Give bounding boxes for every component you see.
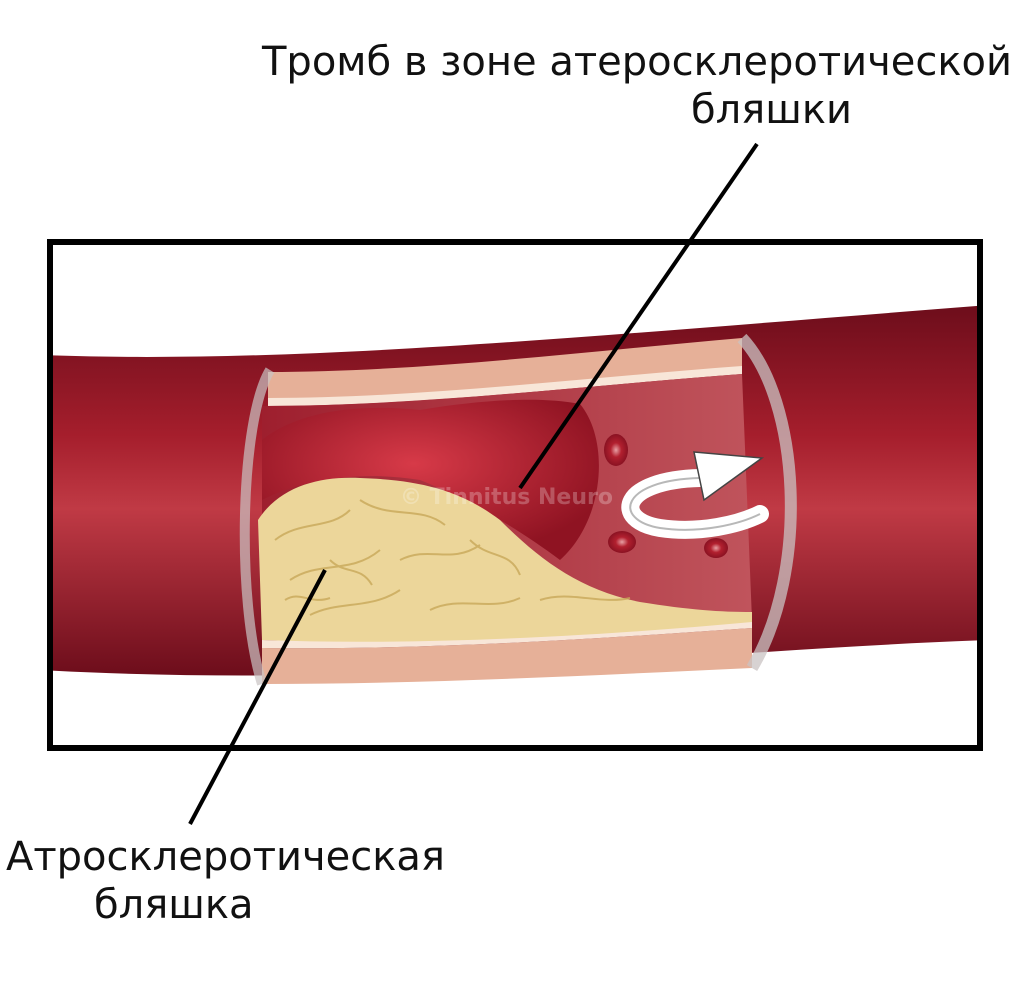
vessel-intima-top xyxy=(268,366,742,406)
plaque-label: Атросклеротическая бляшка xyxy=(6,833,445,929)
cut-rim-right xyxy=(737,333,797,672)
thrombus-label: Тромб в зоне атеросклеротической бляшки xyxy=(232,38,1012,134)
red-blood-cell xyxy=(608,531,636,553)
thrombus-label-line2: бляшки xyxy=(690,87,852,133)
cut-rim-left xyxy=(239,367,275,686)
arrow-head-icon xyxy=(693,451,765,502)
diagram-frame xyxy=(47,239,983,751)
red-blood-cell xyxy=(604,434,628,466)
thrombus-leader-line xyxy=(518,142,759,490)
plaque-leader-line xyxy=(188,569,327,825)
vessel-wall-top xyxy=(268,338,742,402)
thrombus-label-line1: Тромб в зоне атеросклеротической xyxy=(262,39,1012,85)
plaque-label-line2: бляшка xyxy=(94,882,254,928)
watermark: © Tinnitus Neuro xyxy=(400,485,613,510)
blood-flow-arrow-outline xyxy=(629,477,761,531)
thrombus xyxy=(262,399,599,560)
plaque-label-line1: Атросклеротическая xyxy=(6,834,445,880)
plaque-texture xyxy=(274,499,631,616)
red-blood-cell xyxy=(704,538,728,558)
atherosclerotic-plaque xyxy=(258,477,752,642)
vessel-wall-bottom xyxy=(262,628,752,684)
blood-flow-arrow xyxy=(621,469,769,539)
